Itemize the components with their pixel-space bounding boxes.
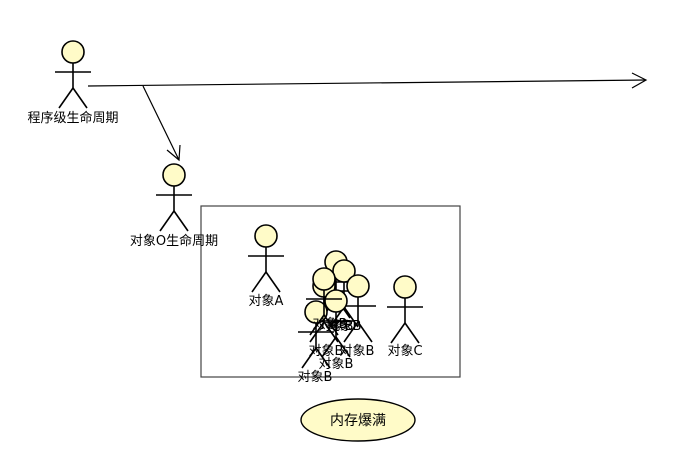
actor-label: 对象C [387, 344, 422, 359]
actor-label: 对象O生命周期 [130, 233, 218, 249]
timeline-arrow [87, 72, 648, 89]
actor-object-b[interactable]: 对象B [305, 267, 348, 336]
stick-figure-icon [386, 275, 424, 344]
actor-label: 对象A [249, 294, 284, 309]
actor-object-o[interactable]: 对象O生命周期 [130, 163, 218, 249]
actor-object-b-stack: 对象B 对象B 对象B 对象B 对象B 对象B 对象B [297, 250, 377, 385]
stick-figure-icon [54, 40, 92, 109]
actor-object-c[interactable]: 对象C [386, 275, 424, 359]
memory-full-usecase[interactable]: 内存爆满 [300, 398, 416, 442]
actor-object-a[interactable]: 对象A [247, 224, 285, 309]
actor-object-b[interactable]: 对象B [297, 300, 335, 385]
object-scope-box [200, 205, 461, 378]
memory-full-label: 内存爆满 [330, 413, 386, 429]
actor-label: 对象B [313, 317, 348, 332]
actor-object-b[interactable]: 对象B [317, 289, 355, 372]
actor-label: 对象B [319, 357, 354, 372]
spawn-arrow [142, 85, 181, 162]
actor-program-lifecycle[interactable]: 程序级生命周期 [27, 40, 119, 126]
stick-figure-icon [155, 163, 193, 232]
actor-label: 程序级生命周期 [27, 110, 118, 126]
stick-figure-icon [247, 224, 285, 293]
actor-label: 对象B [298, 370, 333, 385]
